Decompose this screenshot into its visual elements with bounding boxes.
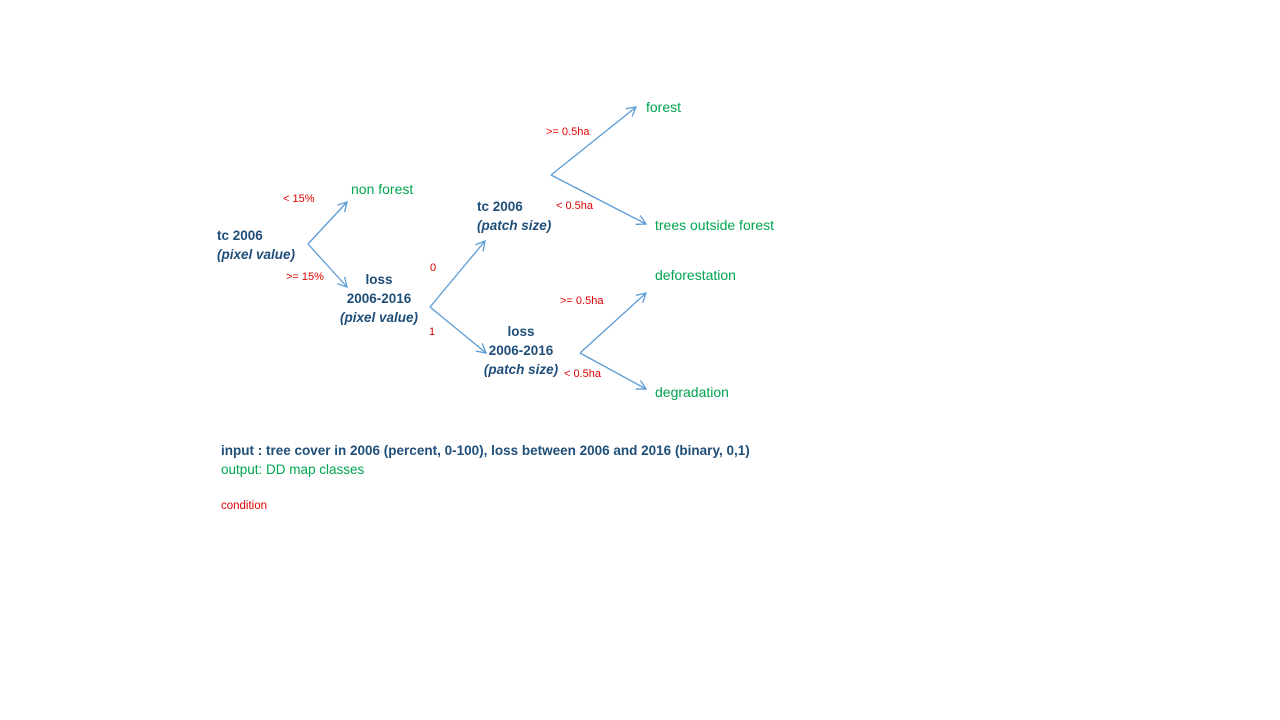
- node-tc-2006-patch: tc 2006 (patch size): [477, 197, 551, 235]
- condition-gte-05-bottom: >= 0.5ha: [560, 295, 604, 307]
- condition-one: 1: [429, 326, 436, 338]
- output-degradation: degradation: [655, 384, 729, 400]
- output-non-forest: non forest: [351, 181, 414, 197]
- node-subtitle: (patch size): [483, 362, 559, 377]
- node-subtitle: (pixel value): [217, 247, 296, 262]
- condition-lt-15: < 15%: [283, 193, 315, 205]
- legend-input: input : tree cover in 2006 (percent, 0-1…: [221, 443, 750, 458]
- arrow-loss-patch-to-deforestation: [579, 292, 647, 354]
- output-forest: forest: [646, 99, 682, 115]
- condition-lt-05-top: < 0.5ha: [556, 200, 594, 212]
- node-tc-2006-pixel: tc 2006 (pixel value): [217, 226, 295, 264]
- condition-gte-05-top: >= 0.5ha: [546, 126, 590, 138]
- arrow-loss-pixel-to-tc-patch: [429, 239, 486, 308]
- condition-lt-05-bottom: < 0.5ha: [564, 368, 602, 380]
- node-period: 2006-2016: [346, 291, 412, 306]
- arrow-tc-patch-to-forest: [550, 106, 638, 176]
- arrow-root-to-non-forest: [307, 201, 348, 245]
- node-subtitle: (pixel value): [339, 310, 419, 325]
- condition-zero: 0: [430, 262, 437, 274]
- arrow-loss-pixel-to-loss-patch: [429, 306, 488, 354]
- node-title: loss: [365, 272, 393, 287]
- node-title: tc 2006: [217, 228, 263, 243]
- arrow-root-to-loss-pixel: [307, 243, 348, 288]
- node-loss-patch: loss 2006-2016 (patch size): [474, 322, 568, 379]
- arrow-loss-patch-to-degradation: [579, 352, 648, 390]
- node-title: tc 2006: [477, 199, 523, 214]
- node-period: 2006-2016: [488, 343, 554, 358]
- output-trees-outside-forest: trees outside forest: [655, 217, 775, 233]
- legend-condition: condition: [221, 500, 268, 512]
- legend-output: output: DD map classes: [221, 462, 365, 477]
- output-deforestation: deforestation: [655, 267, 736, 283]
- node-loss-pixel: loss 2006-2016 (pixel value): [330, 270, 428, 327]
- node-subtitle: (patch size): [477, 218, 552, 233]
- condition-gte-15: >= 15%: [286, 271, 324, 283]
- arrow-tc-patch-to-trees-outside-forest: [550, 174, 648, 225]
- node-title: loss: [507, 324, 535, 339]
